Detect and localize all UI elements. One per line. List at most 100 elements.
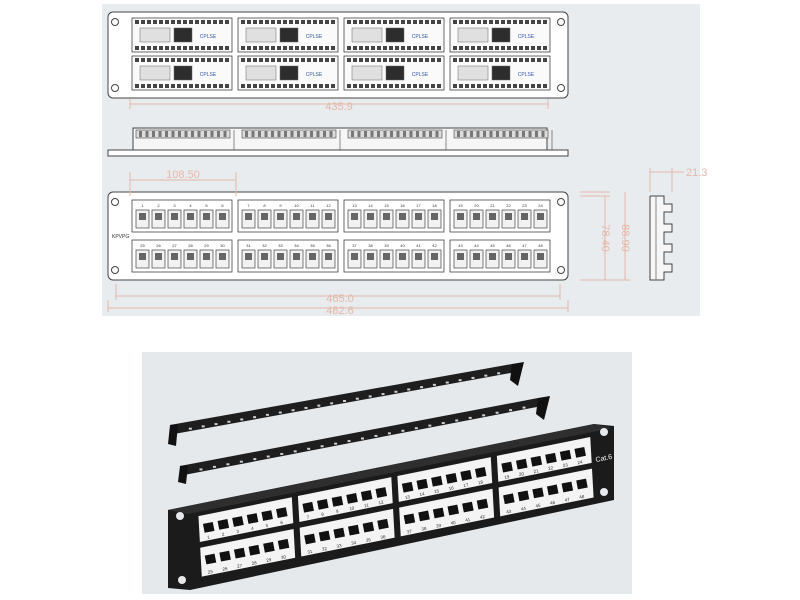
contact-pin <box>189 20 193 24</box>
contact-pin <box>359 84 363 88</box>
contact-pin <box>271 46 275 50</box>
port-number: 4 <box>251 526 255 531</box>
contact-pin <box>331 20 335 24</box>
rj45-port <box>318 530 331 542</box>
contact-pin <box>453 58 457 62</box>
photo-module-label-strip <box>399 488 495 537</box>
port-number: 26 <box>222 566 228 572</box>
port-number: 6 <box>221 203 224 208</box>
contact-pin <box>141 84 145 88</box>
contact-pin <box>183 58 187 62</box>
port-number: 25 <box>207 569 213 575</box>
contact-pin <box>207 46 211 50</box>
rj45-port <box>261 510 273 521</box>
contact-pin <box>225 84 229 88</box>
contact-pin <box>195 46 199 50</box>
contact-pin <box>543 58 547 62</box>
port-number: 28 <box>188 243 193 248</box>
bar-slot <box>441 422 445 425</box>
port-number: 32 <box>322 546 328 552</box>
dimension-panel-width: 465.0 482.6 <box>107 284 569 317</box>
dimension-height: 78.40 88.90 <box>580 191 631 281</box>
rj45-port <box>476 498 489 510</box>
port-number: 1 <box>141 203 144 208</box>
contact-pin <box>247 58 251 62</box>
contact-pin <box>389 20 393 24</box>
contact-pin <box>147 46 151 50</box>
bar-slot <box>482 414 486 417</box>
contact-pin <box>207 58 211 62</box>
contact-pin <box>419 84 423 88</box>
port-number: 47 <box>564 497 570 503</box>
contact-pin <box>289 58 293 62</box>
rj45-port <box>360 490 373 501</box>
contact-pin <box>277 46 281 50</box>
rj45-port <box>348 524 360 536</box>
contact-pin <box>183 20 187 24</box>
port-number: 26 <box>156 243 161 248</box>
contact-pin <box>407 46 411 50</box>
rj45-port <box>515 458 528 470</box>
mount-hole <box>557 84 565 92</box>
photo-module-label-strip <box>198 497 294 543</box>
contact-pin <box>453 20 457 24</box>
contact-pin <box>419 58 423 62</box>
rj45-port <box>401 481 414 493</box>
bar-slot <box>407 388 411 391</box>
dimension-module-width: 108.50 <box>129 169 237 196</box>
photo-module-label-strip <box>200 528 296 577</box>
photo-module-label-strip <box>496 436 592 482</box>
port-number: 17 <box>463 482 469 488</box>
contact-pin <box>483 58 487 62</box>
port-number: 2 <box>157 203 160 208</box>
bar-slot <box>266 455 270 458</box>
port-number: 46 <box>550 500 556 506</box>
contact-pin <box>431 20 435 24</box>
contact-pin <box>395 46 399 50</box>
bar-slot <box>291 409 295 412</box>
contact-pin <box>289 46 293 50</box>
mount-hole <box>600 428 608 436</box>
contact-pin <box>495 46 499 50</box>
bar-slot <box>509 409 513 412</box>
contact-pin <box>319 84 323 88</box>
contact-pin <box>483 20 487 24</box>
contact-pin <box>301 58 305 62</box>
mount-hole <box>600 488 608 496</box>
contact-pin <box>543 20 547 24</box>
bar-slot <box>304 406 308 409</box>
port-number: 47 <box>522 243 527 248</box>
contact-pin <box>431 84 435 88</box>
contact-pin <box>453 84 457 88</box>
port-number: 1 <box>207 535 211 540</box>
bar-slot <box>471 376 475 379</box>
bar-slot <box>265 413 269 416</box>
contact-pin <box>319 20 323 24</box>
bar-slot <box>455 419 459 422</box>
photo-module-label-strip <box>498 468 594 517</box>
contact-pin <box>401 20 405 24</box>
contact-pin <box>159 84 163 88</box>
keystone-module: CPLSE <box>131 17 233 53</box>
port-number: 31 <box>246 243 251 248</box>
contact-pin <box>307 58 311 62</box>
port-number: 41 <box>416 243 421 248</box>
contact-pin <box>459 20 463 24</box>
module-badge: CPLSE <box>306 34 323 40</box>
contact-pin <box>425 58 429 62</box>
contact-pin <box>501 84 505 88</box>
rj45-port <box>460 470 472 481</box>
bar-slot <box>227 420 231 423</box>
port-number: 10 <box>294 203 299 208</box>
port-number: 39 <box>384 243 389 248</box>
category-label: Cat.6 <box>595 454 613 464</box>
mount-hole <box>557 266 565 274</box>
bar-slot <box>420 386 424 389</box>
contact-pin <box>483 84 487 88</box>
port-number: 18 <box>478 479 484 485</box>
port-number: 17 <box>416 203 421 208</box>
bar-slot <box>330 402 334 405</box>
